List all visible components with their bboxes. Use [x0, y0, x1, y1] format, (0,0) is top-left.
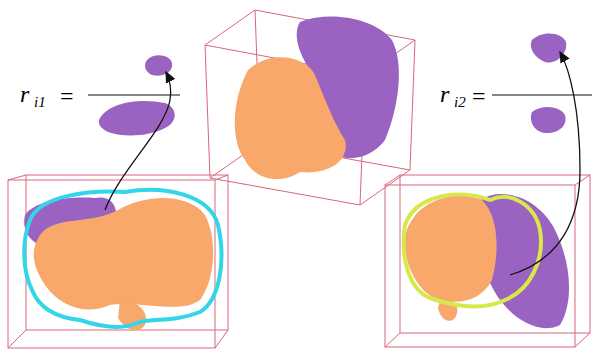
fraction-bar	[492, 94, 592, 95]
purple-cloud	[531, 33, 566, 62]
bounding-box	[8, 175, 228, 348]
subscript-index: i1	[34, 95, 46, 110]
equals-sign: =	[472, 84, 486, 108]
variable-symbol: r	[20, 82, 29, 106]
orange-cloud	[34, 198, 214, 309]
equals-sign: =	[60, 84, 74, 108]
subscript-index: i2	[454, 95, 466, 110]
purple-cloud	[531, 107, 566, 133]
purple-cloud	[145, 55, 172, 75]
cyan-outline	[24, 190, 221, 327]
yellow-green-outline	[404, 194, 541, 306]
orange-cloud	[235, 57, 346, 179]
fraction-bar	[88, 94, 180, 95]
bounding-box	[385, 175, 590, 347]
bounding-box	[205, 10, 415, 205]
leader-arrow	[105, 72, 171, 210]
variable-symbol: r	[440, 82, 449, 106]
orange-cloud	[405, 196, 497, 302]
leader-arrow	[510, 52, 580, 275]
